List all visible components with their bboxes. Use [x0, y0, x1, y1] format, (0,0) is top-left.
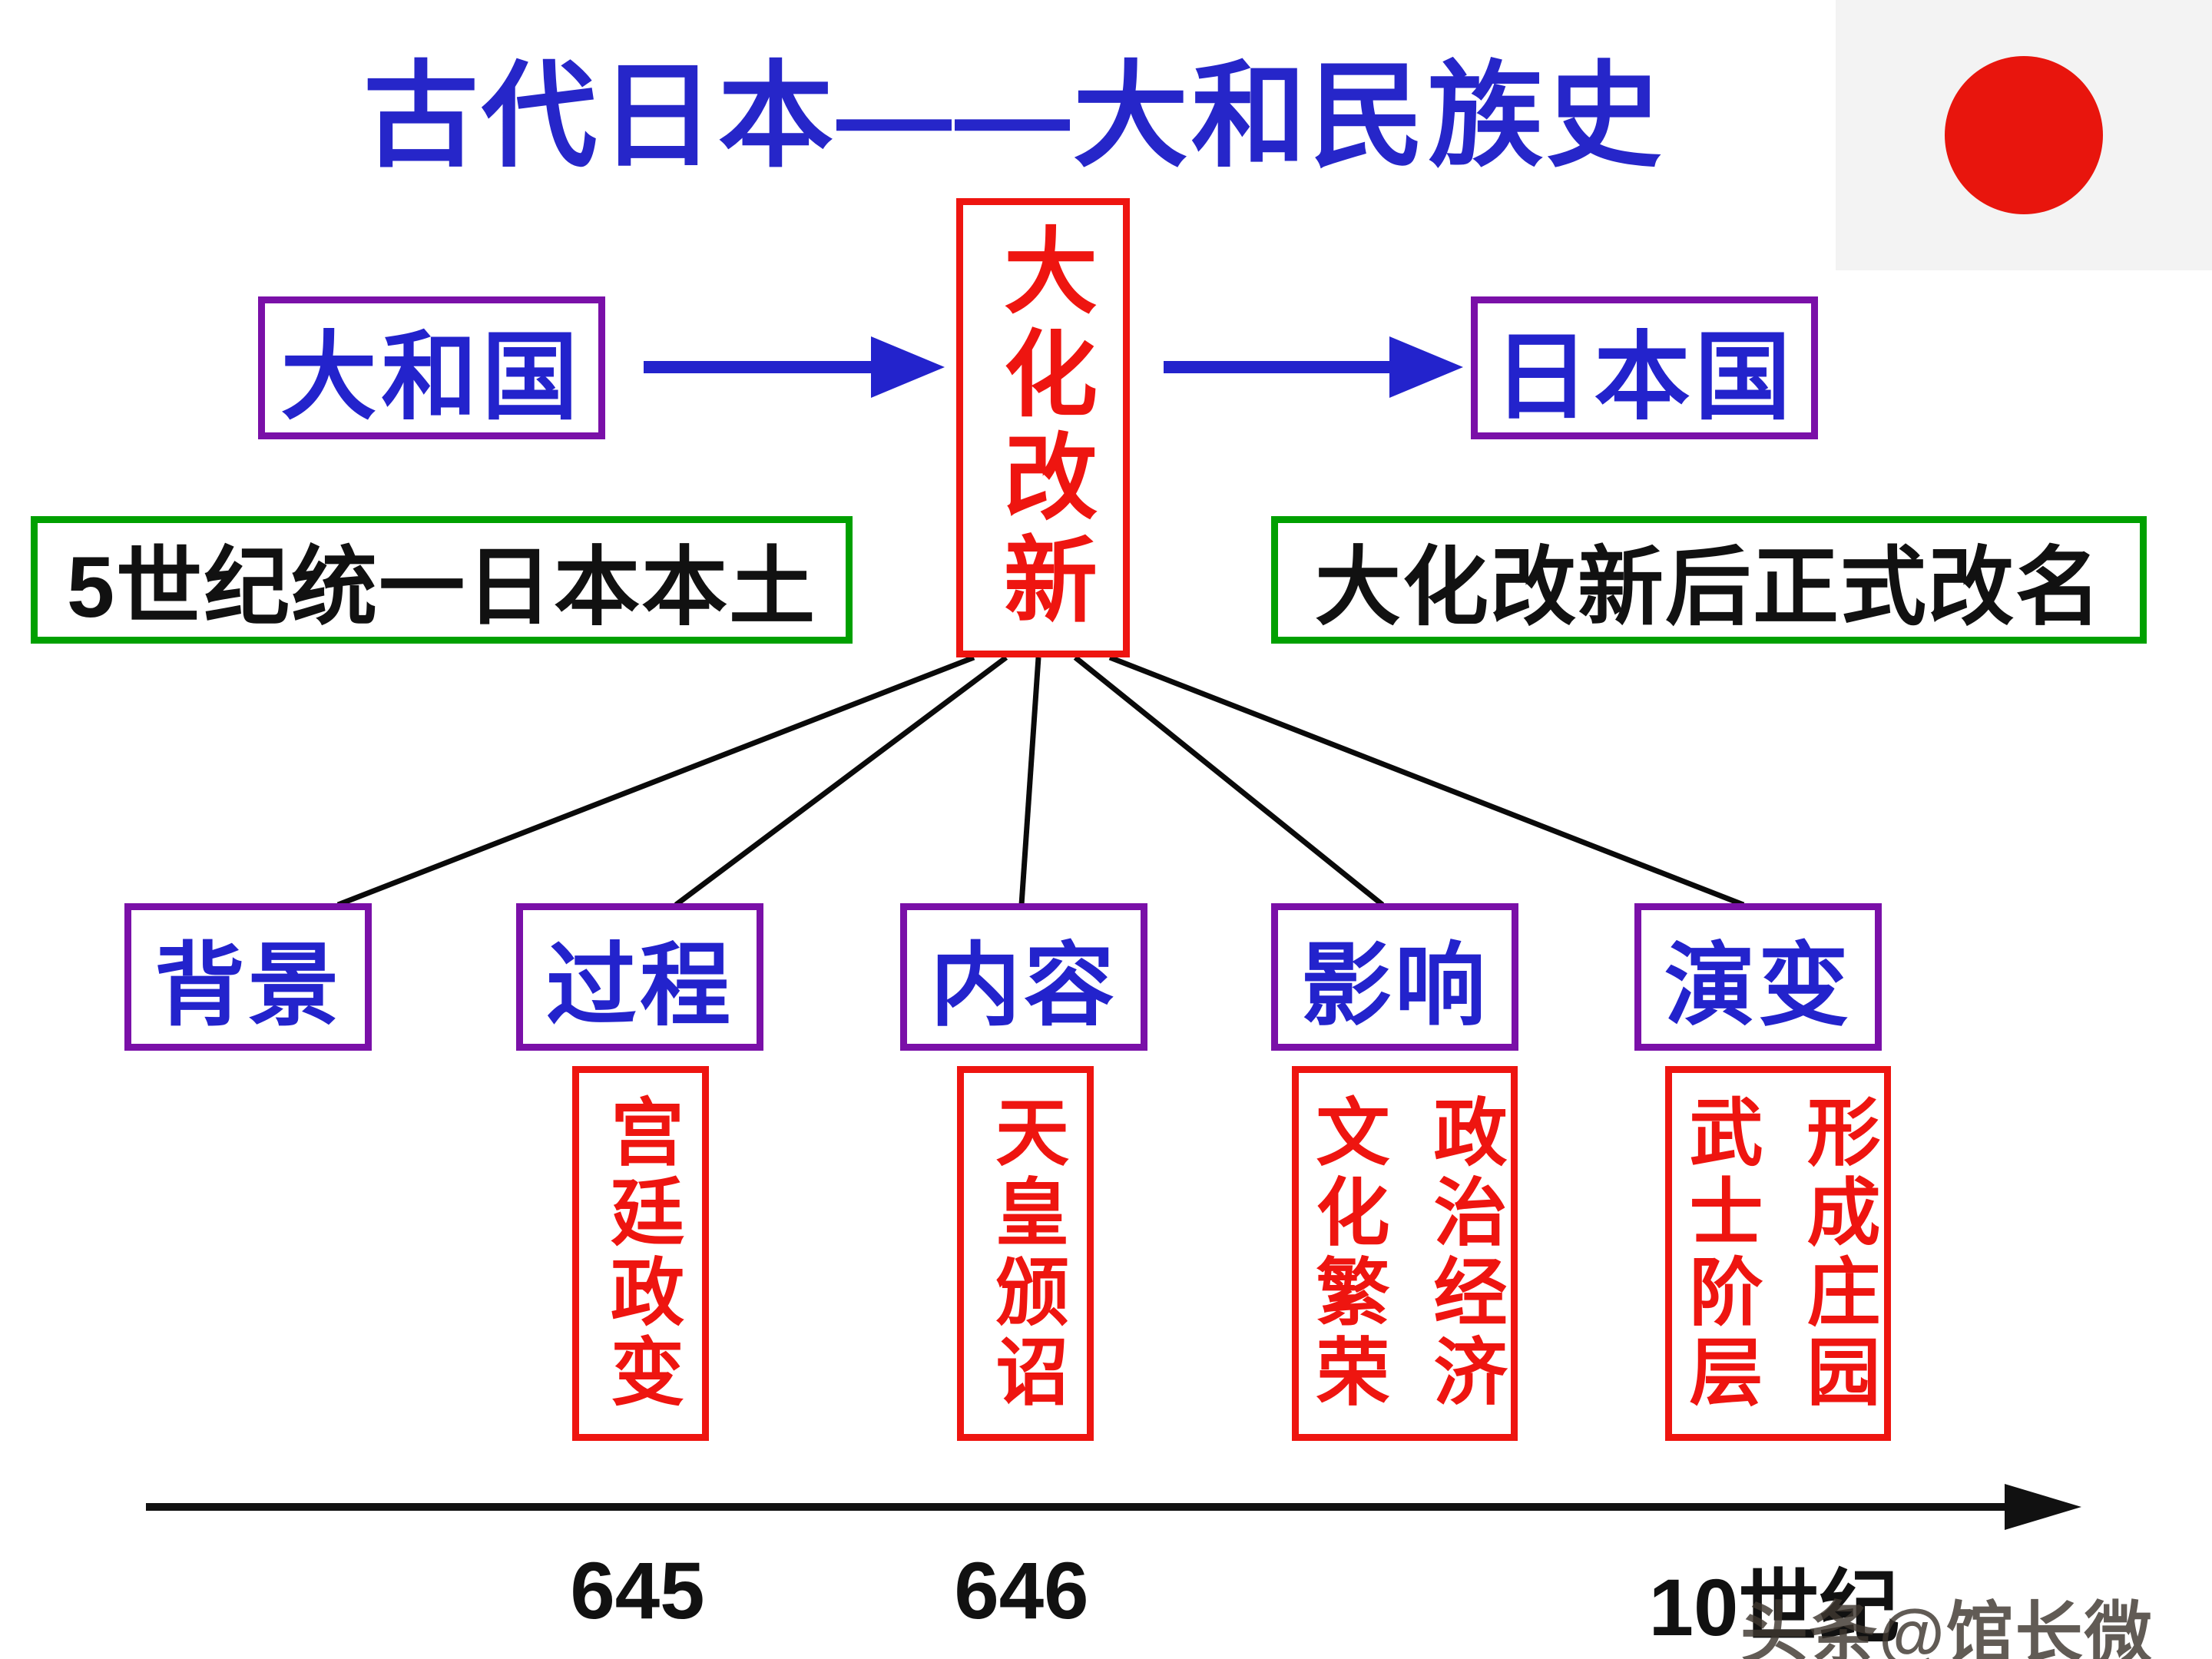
timeline-label-646: 646 — [954, 1546, 1089, 1636]
detail-evolution-col-left: 武士阶层 — [1678, 1094, 1760, 1413]
detail-evolution-col-right: 形成庄园 — [1796, 1094, 1878, 1413]
timeline-label-645: 645 — [570, 1546, 705, 1636]
fan-line-evolution — [1108, 654, 1745, 908]
detail-content-col: 天皇颁诏 — [984, 1094, 1067, 1413]
fan-line-impact — [1073, 655, 1385, 907]
note-left: 5世纪统一日本本土 — [31, 516, 853, 644]
detail-process-col: 宫廷政变 — [599, 1094, 682, 1413]
watermark: 头条@馆长微鉴 — [1740, 1595, 2154, 1659]
japan-flag — [1836, 0, 2212, 270]
yamato-box: 大和国 — [258, 296, 605, 439]
timeline-label-10th-century: 10世纪 — [1648, 1563, 1900, 1653]
fan-line-content — [1018, 657, 1041, 906]
detail-impact-col-left: 文化繁荣 — [1305, 1094, 1387, 1413]
branch-box-background: 背景 — [124, 903, 372, 1051]
fan-line-process — [674, 655, 1008, 907]
fan-line-background — [336, 654, 975, 908]
branch-box-process: 过程 — [516, 903, 763, 1051]
branch-box-impact: 影响 — [1271, 903, 1518, 1051]
detail-box-content: 天皇颁诏 — [957, 1066, 1094, 1441]
detail-box-process: 宫廷政变 — [572, 1066, 709, 1441]
nippon-box: 日本国 — [1471, 296, 1818, 439]
branch-box-content: 内容 — [900, 903, 1147, 1051]
page-title: 古代日本——大和民族史 — [363, 51, 1664, 180]
taika-reform-label: 大化改新 — [990, 222, 1095, 634]
japan-flag-circle — [1945, 56, 2103, 214]
detail-box-impact: 政治经济 文化繁荣 — [1292, 1066, 1518, 1441]
note-right: 大化改新后正式改名 — [1271, 516, 2147, 644]
branch-box-evolution: 演变 — [1634, 903, 1882, 1051]
taika-reform-box: 大化改新 — [956, 198, 1130, 657]
detail-impact-col-right: 政治经济 — [1422, 1094, 1505, 1413]
detail-box-evolution: 形成庄园 武士阶层 — [1665, 1066, 1891, 1441]
